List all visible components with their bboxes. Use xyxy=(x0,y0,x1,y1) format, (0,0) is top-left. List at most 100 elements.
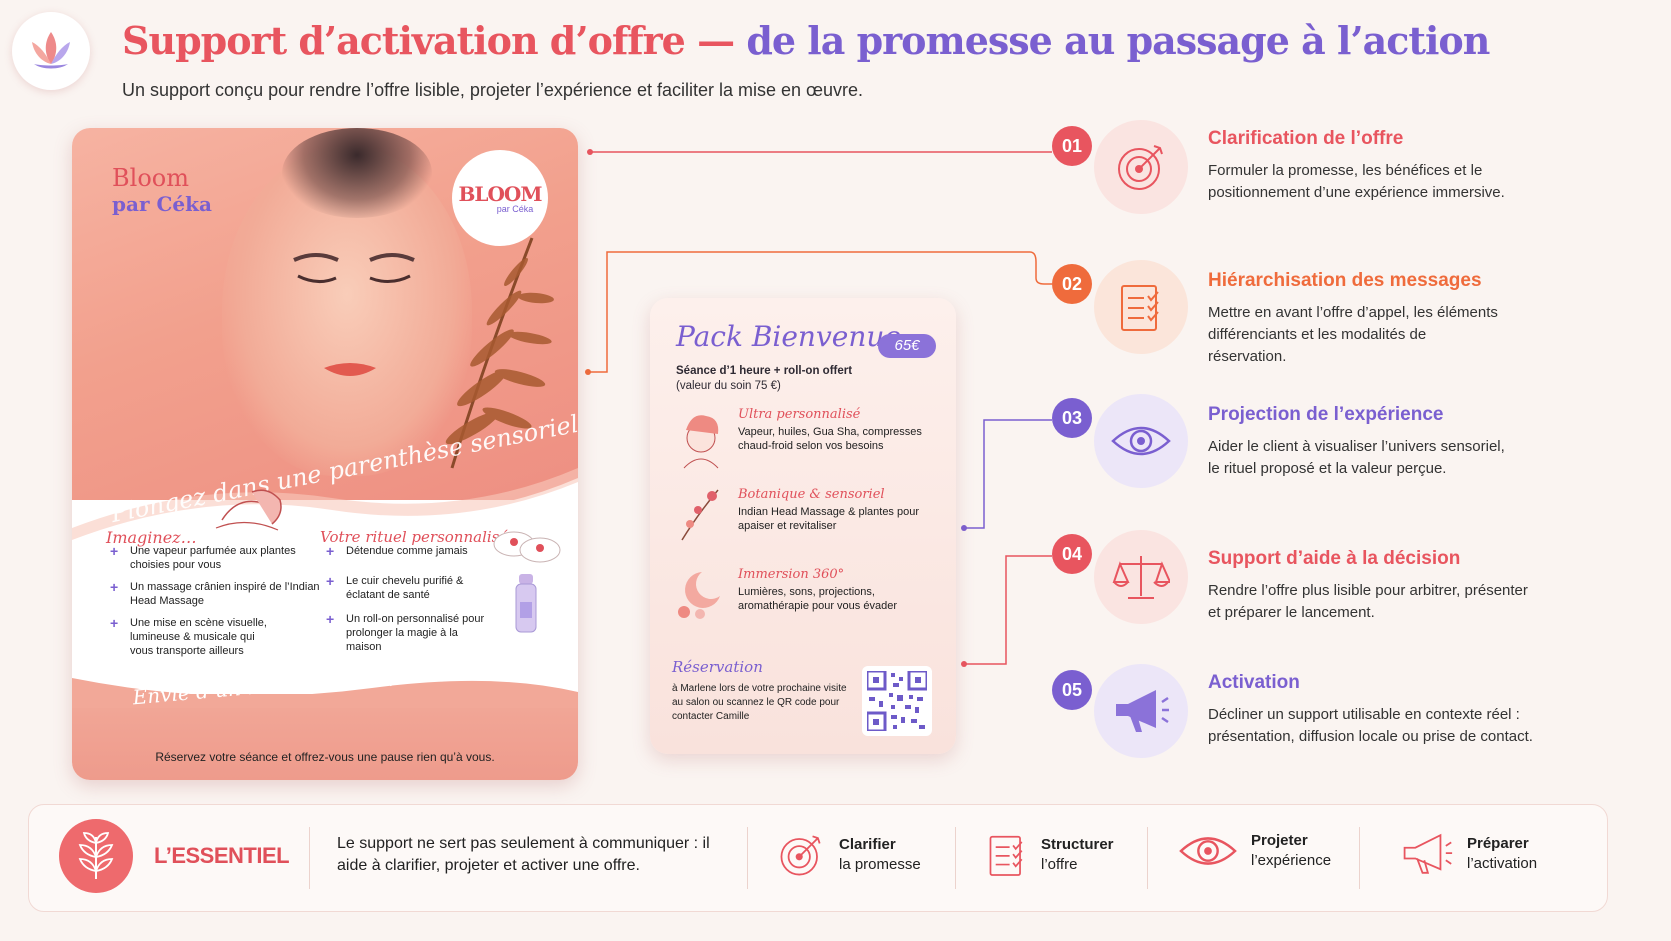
item-bold: Préparer xyxy=(1467,835,1529,852)
bloom-badge: BLOOM par Céka xyxy=(452,150,548,246)
checklist-icon xyxy=(989,835,1023,876)
megaphone-icon xyxy=(1403,833,1453,874)
step-2-description: Mettre en avant l’offre d’appel, les élé… xyxy=(1208,304,1498,365)
item-bold: Clarifier xyxy=(839,836,896,853)
pack-title: Pack Bienvenue xyxy=(676,320,901,353)
fern-leaf-illustration xyxy=(445,237,554,469)
list-item: +Une mise en scène visuelle, lumineuse &… xyxy=(110,615,267,657)
step-5-description: Décliner un support utilisable en contex… xyxy=(1208,706,1533,745)
item-bold: Structurer xyxy=(1041,836,1114,853)
brand-by: par Céka xyxy=(112,192,212,216)
divider xyxy=(309,827,310,889)
page-title: Support d’activation d’offre — de la pro… xyxy=(122,18,1490,63)
eye-icon xyxy=(1179,837,1237,865)
item-rest: l’offre xyxy=(1041,856,1078,873)
list-item: +Détendue comme jamais xyxy=(326,543,468,559)
divider xyxy=(1147,827,1148,889)
step-3-title: Projection de l’expérience xyxy=(1208,404,1444,425)
pack-description: Séance d’1 heure + roll-on offert (valeu… xyxy=(676,364,936,394)
item-bold: Projeter xyxy=(1251,832,1308,849)
face-features xyxy=(293,253,415,283)
rollon-bottle-illustration xyxy=(515,574,537,633)
plant-icon xyxy=(78,832,114,879)
pack-section-1: Ultra personnalisé Vapeur, huiles, Gua S… xyxy=(738,408,938,453)
essentiel-text: Le support ne sert pas seulement à commu… xyxy=(337,835,710,874)
brand-logo xyxy=(12,12,90,90)
essentiel-label: L’ESSENTIEL xyxy=(154,843,290,868)
flyer-poster: Bloom par Céka BLOOM par Céka Plongez da… xyxy=(72,128,578,780)
step-3-description: Aider le client à visualiser l’univers s… xyxy=(1208,438,1505,477)
divider xyxy=(747,827,748,889)
section-heading: Ultra personnalisé xyxy=(738,407,861,422)
lips xyxy=(324,363,376,376)
step-number-4: 04 xyxy=(1052,534,1092,574)
target-icon xyxy=(1118,145,1163,190)
step-number-2: 02 xyxy=(1052,264,1092,304)
hair-shape xyxy=(282,128,432,218)
imagine-title: Imaginez… xyxy=(106,528,197,547)
pack-desc-bold: Séance d’1 heure + roll-on offert xyxy=(676,365,853,377)
scale-icon xyxy=(1112,556,1170,599)
essentiel-item-preparer: Préparer l’activation xyxy=(1401,831,1537,877)
pack-section-3: Immersion 360° Lumières, sons, projectio… xyxy=(738,568,938,613)
step-1-title: Clarification de l’offre xyxy=(1208,128,1404,149)
essentiel-item-structurer: Structurer l’offre xyxy=(987,831,1114,879)
pack-price-badge: 65€ xyxy=(878,334,936,358)
section-heading: Immersion 360° xyxy=(738,567,845,582)
pack-bienvenue-card: Pack Bienvenue 65€ Séance d’1 heure + ro… xyxy=(650,298,956,754)
item-rest: l’expérience xyxy=(1251,852,1332,869)
divider xyxy=(1359,827,1360,889)
checklist-icon xyxy=(1121,285,1159,331)
step-1-description: Formuler la promesse, les bénéfices et l… xyxy=(1208,162,1505,201)
badge-sub-text: par Céka xyxy=(496,204,534,214)
step-2-title: Hiérarchisation des messages xyxy=(1208,270,1482,291)
megaphone-icon xyxy=(1116,690,1169,732)
woman-head-illustration xyxy=(683,415,719,469)
step-2-icon-circle xyxy=(1094,260,1188,354)
step-5-title: Activation xyxy=(1208,672,1300,693)
step-5-icon-circle xyxy=(1094,664,1188,758)
poster-reserve-text: Réservez votre séance et offrez-vous une… xyxy=(155,750,495,764)
pack-desc-rest: (valeur du soin 75 €) xyxy=(676,380,781,392)
list-item: +Un massage crânien inspiré de l’Indian … xyxy=(110,579,320,607)
moon-flowers-illustration xyxy=(678,572,720,619)
qr-code-icon xyxy=(865,669,929,733)
head-massage-illustration xyxy=(215,489,282,531)
item-rest: l’activation xyxy=(1467,855,1538,872)
slippers-illustration xyxy=(493,531,561,563)
reservation-title: Réservation xyxy=(672,658,763,676)
botanical-branch-illustration xyxy=(681,489,719,541)
page-subtitle: Un support conçu pour rendre l’offre lis… xyxy=(122,80,864,100)
essentiel-item-projeter: Projeter l’expérience xyxy=(1179,831,1331,871)
qr-code[interactable] xyxy=(862,666,932,736)
essentiel-icon-circle xyxy=(59,819,133,893)
list-item: +Le cuir chevelu purifié & éclatant de s… xyxy=(326,573,464,601)
list-item: +Un roll-on personnalisé pour prolonger … xyxy=(326,611,485,653)
section-text: Lumières, sons, projections, aromathérap… xyxy=(738,586,897,612)
poster-bottom-band xyxy=(72,694,578,780)
eye-icon xyxy=(1111,426,1171,456)
brand-name: Bloom xyxy=(112,164,189,192)
section-text: Indian Head Massage & plantes pour apais… xyxy=(738,506,920,532)
list-item: +Une vapeur parfumée aux plantes choisie… xyxy=(110,543,296,571)
step-number-5: 05 xyxy=(1052,670,1092,710)
title-part-2: de la promesse au passage à l’action xyxy=(746,18,1490,63)
badge-logo-text: BLOOM xyxy=(458,182,543,206)
title-part-1: Support d’activation d’offre — xyxy=(122,18,735,63)
target-icon xyxy=(780,835,821,876)
step-number-3: 03 xyxy=(1052,398,1092,438)
rituel-title: Votre rituel personnalisé xyxy=(320,528,509,546)
lotus-icon xyxy=(32,32,70,69)
essentiel-banner: L’ESSENTIEL Le support ne sert pas seule… xyxy=(28,804,1608,912)
step-3-icon-circle xyxy=(1094,394,1188,488)
reservation-text: à Marlene lors de votre prochaine visite… xyxy=(672,683,847,722)
section-text: Vapeur, huiles, Gua Sha, compresses chau… xyxy=(738,426,922,452)
divider xyxy=(955,827,956,889)
step-4-icon-circle xyxy=(1094,530,1188,624)
step-1-icon-circle xyxy=(1094,120,1188,214)
pack-section-2: Botanique & sensoriel Indian Head Massag… xyxy=(738,488,938,533)
step-4-title: Support d’aide à la décision xyxy=(1208,548,1461,569)
bottom-wave xyxy=(72,678,578,708)
step-4-description: Rendre l’offre plus lisible pour arbitre… xyxy=(1208,582,1528,621)
